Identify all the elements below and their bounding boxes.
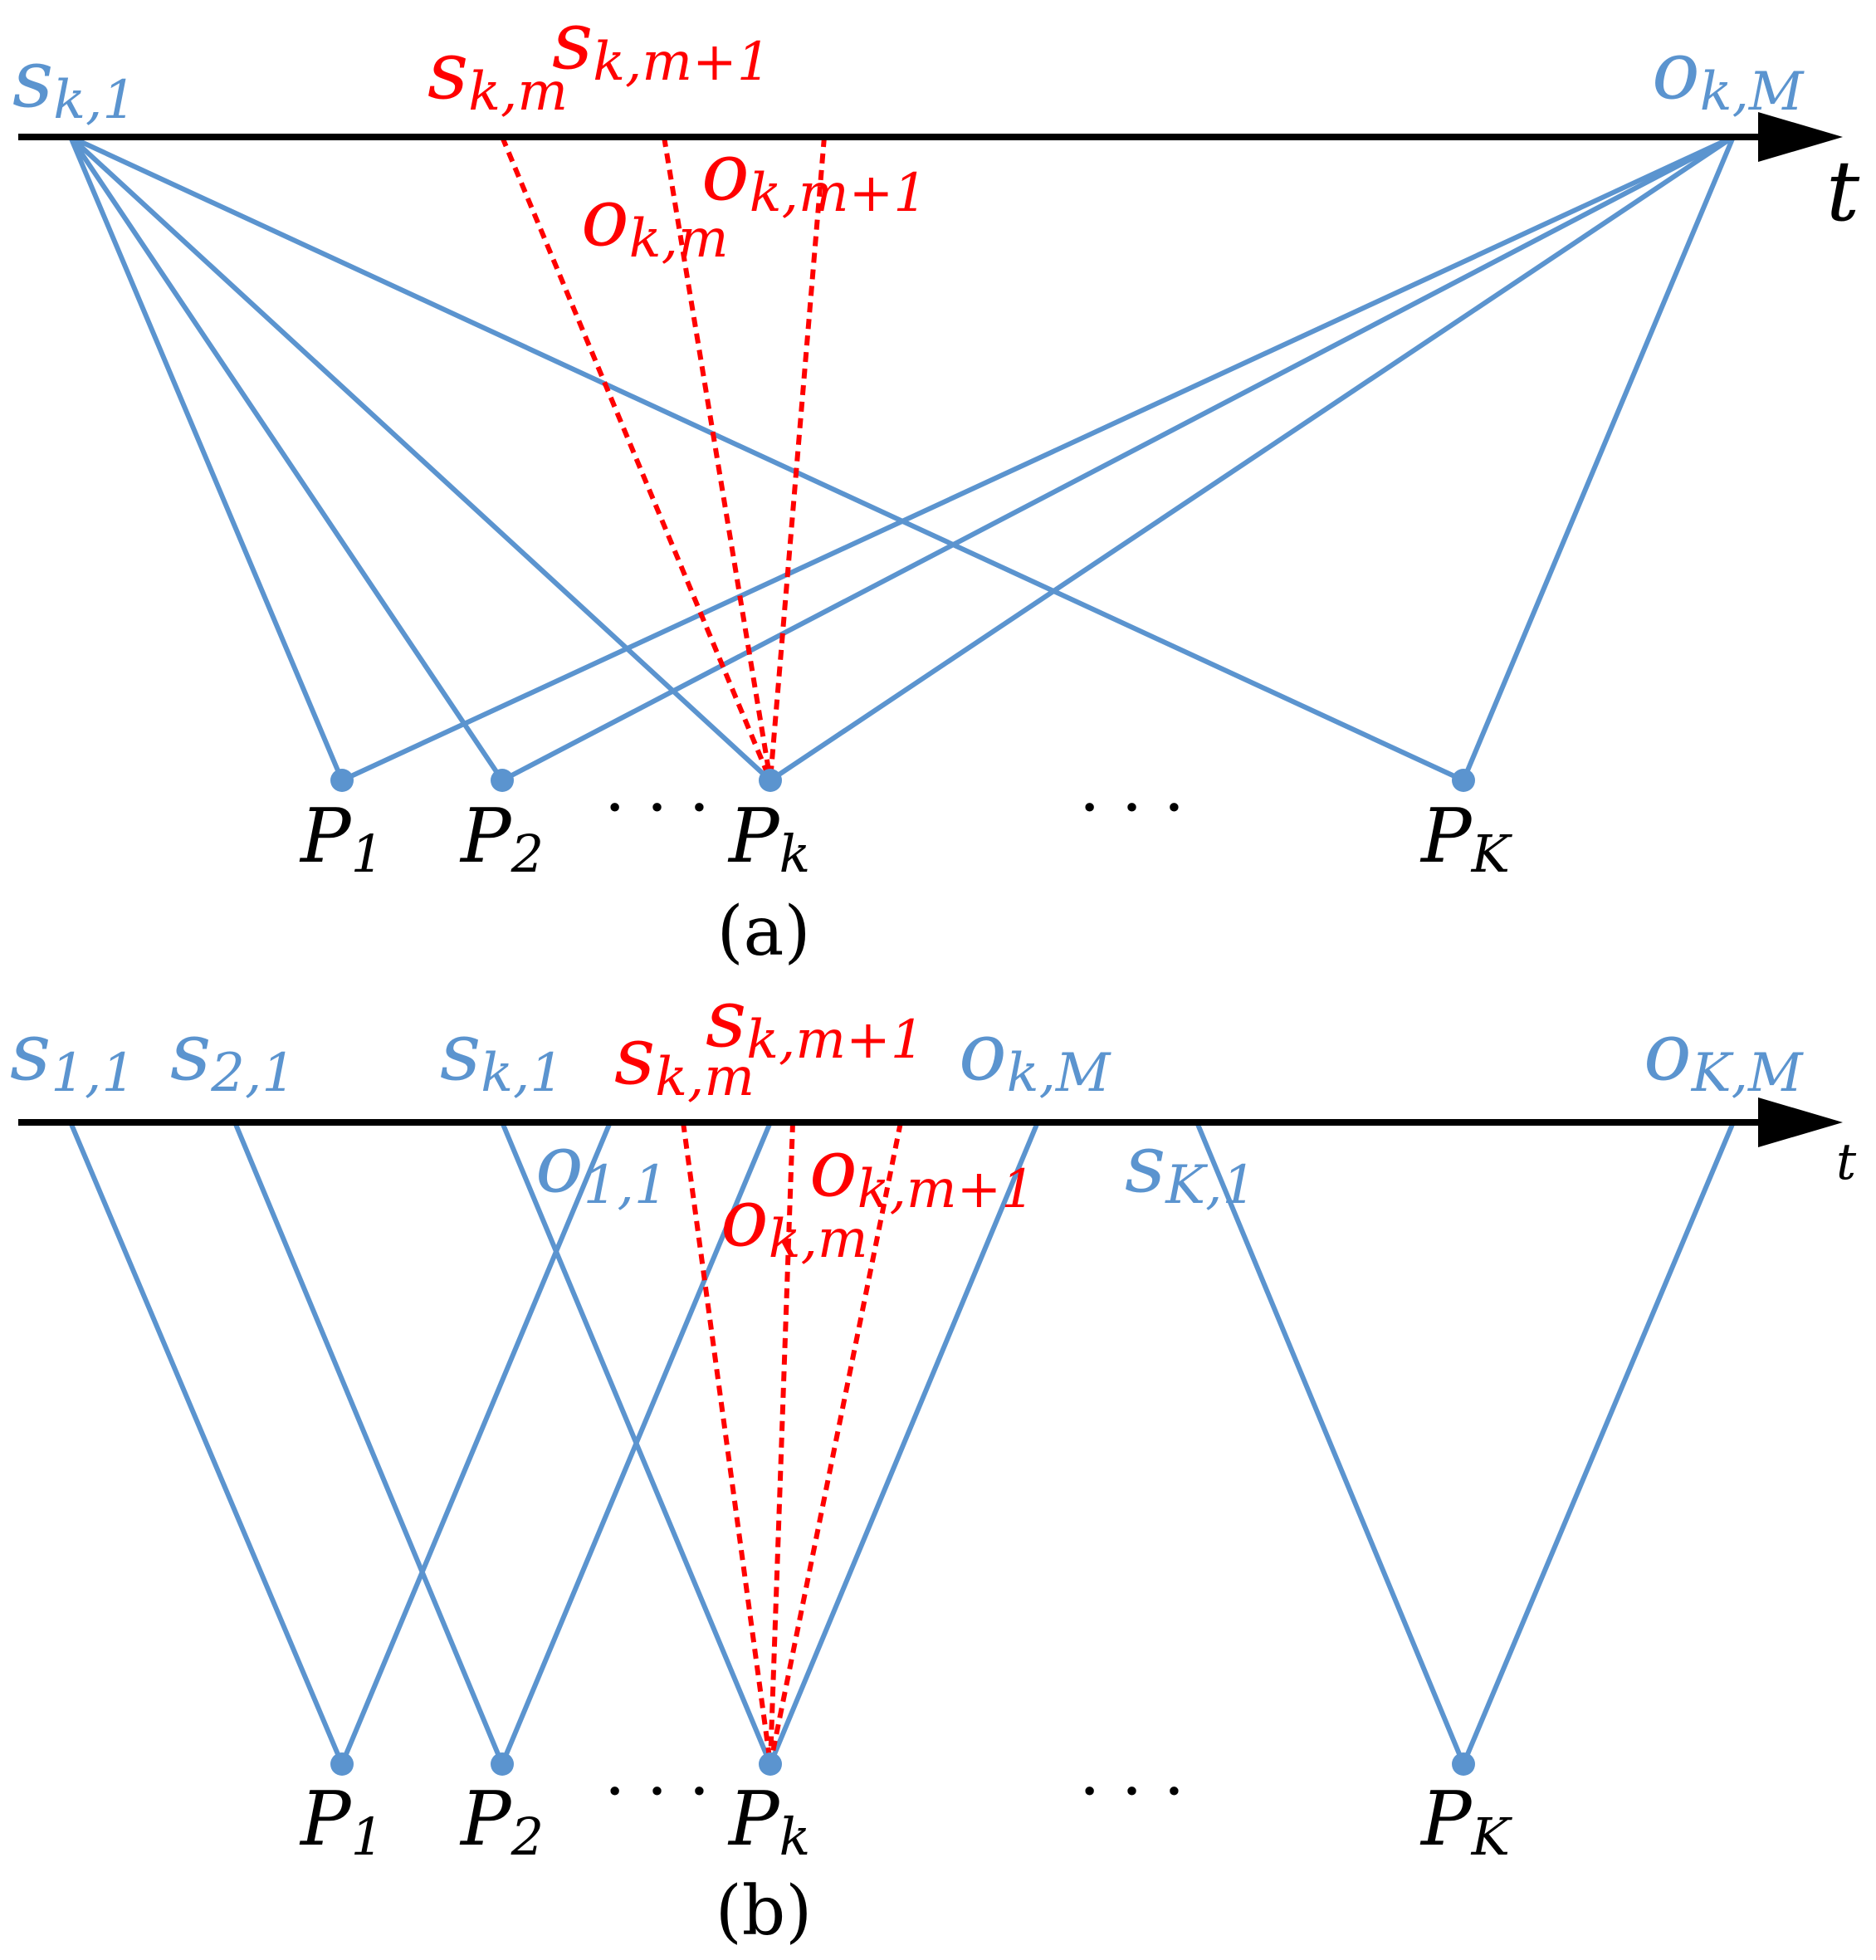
node-p2 xyxy=(491,769,514,792)
label-s-km1: sk,m+1 xyxy=(552,0,770,93)
ellipsis-a-2: · · · xyxy=(1079,769,1185,846)
edge-pk-o-kM xyxy=(768,1121,1040,1766)
label-pK: PK xyxy=(1419,793,1513,884)
ellipsis-b-1: · · · xyxy=(604,1752,710,1830)
node-pk xyxy=(759,769,782,792)
edge-s-K1-pK xyxy=(1194,1121,1466,1766)
panel-b-blue-edges xyxy=(68,1121,1736,1766)
edge-pK-o-KM xyxy=(1461,1121,1736,1766)
label-b-s-K1: sK,1 xyxy=(1125,1117,1256,1216)
caption-a: (a) xyxy=(717,892,811,971)
node-pK xyxy=(1452,769,1475,792)
edge-p1-o-11 xyxy=(340,1121,613,1766)
edge-o-km-pk xyxy=(662,136,773,781)
edge-pK-o-kM xyxy=(1461,135,1736,782)
node-b-pk xyxy=(759,1752,782,1776)
panel-b-nodes xyxy=(330,1752,1475,1776)
axis-label-t-a: t xyxy=(1826,143,1860,240)
label-b-p1: P1 xyxy=(299,1776,384,1867)
edge-s-11-p1 xyxy=(68,1121,344,1766)
label-b-o-km1: ok,m+1 xyxy=(809,1122,1035,1220)
edge-pk-o-kM xyxy=(769,134,1735,783)
label-b-pk: Pk xyxy=(727,1776,810,1867)
panel-b-red-edges xyxy=(681,1122,903,1765)
label-b-o-kM: ok,M xyxy=(959,1005,1111,1104)
label-b-pK: PK xyxy=(1419,1776,1513,1867)
edge-s-21-p2 xyxy=(232,1121,505,1766)
label-pk: Pk xyxy=(727,793,810,884)
label-s-k1: sk,1 xyxy=(12,32,136,131)
label-b-o-KM: oK,M xyxy=(1644,1005,1804,1104)
axis-arrowhead-a xyxy=(1758,112,1843,162)
axis-arrowhead-b xyxy=(1758,1097,1843,1147)
label-b-o-km: ok,m xyxy=(721,1171,868,1270)
label-b-s-k1: sk,1 xyxy=(440,1005,564,1104)
panel-a-nodes xyxy=(330,769,1475,792)
label-b-s-11: s1,1 xyxy=(10,1005,135,1104)
edge-s-k1-p1 xyxy=(68,135,344,782)
label-s-km: sk,m xyxy=(427,24,568,123)
edge-b-o-km-pk xyxy=(768,1122,795,1765)
edge-s-km1-pk xyxy=(768,136,827,781)
ellipsis-a-1: · · · xyxy=(604,769,710,846)
panel-a-blue-edges xyxy=(68,134,1736,783)
edge-b-s-km1-pk xyxy=(768,1122,903,1765)
panel-b: t s1,1 s2,1 sk,1 o1,1 sk,m sk,m+1 ok,M xyxy=(10,972,1857,1951)
label-b-o-11: o1,1 xyxy=(535,1117,668,1216)
label-b-s-km: sk,m xyxy=(614,1009,755,1108)
node-b-p1 xyxy=(330,1752,354,1776)
edge-b-s-km-pk xyxy=(681,1122,773,1765)
edge-s-k1-pk xyxy=(500,1121,773,1766)
label-b-s-km1: sk,m+1 xyxy=(706,972,924,1071)
label-o-km1: ok,m+1 xyxy=(701,125,927,224)
panel-a-red-edges xyxy=(500,135,827,782)
label-o-kM: ok,M xyxy=(1652,24,1805,123)
edge-p1-o-kM xyxy=(340,134,1735,783)
label-b-p2: P2 xyxy=(459,1776,544,1867)
node-p1 xyxy=(330,769,354,792)
edge-s-k1-pk xyxy=(68,134,773,783)
label-p2: P2 xyxy=(459,793,544,884)
edge-s-k1-p2 xyxy=(68,135,505,782)
edge-s-k1-pK xyxy=(69,134,1465,783)
label-b-s-21: s2,1 xyxy=(170,1005,296,1104)
edge-p2-o-kM xyxy=(501,134,1735,783)
label-o-km: ok,m xyxy=(581,171,729,270)
axis-label-t-b: t xyxy=(1836,1133,1857,1191)
node-b-p2 xyxy=(491,1752,514,1776)
ellipsis-b-2: · · · xyxy=(1079,1752,1185,1830)
label-p1: P1 xyxy=(299,793,384,884)
caption-b: (b) xyxy=(716,1872,812,1951)
panel-a: t sk,1 sk,m sk,m+1 ok,m ok,m+1 ok,M P xyxy=(12,0,1860,971)
node-b-pK xyxy=(1452,1752,1475,1776)
